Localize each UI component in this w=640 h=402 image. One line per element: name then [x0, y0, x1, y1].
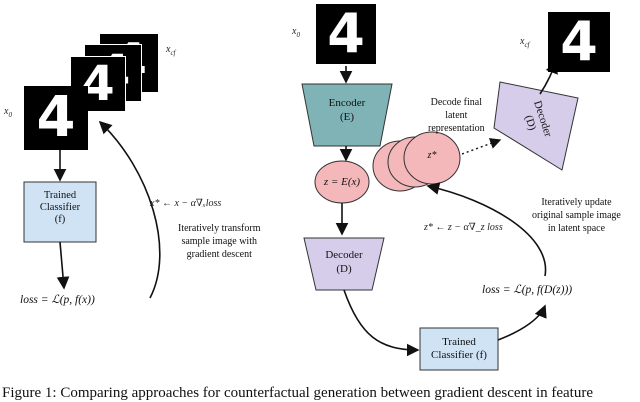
- right-xcf-label: xcf: [520, 36, 530, 49]
- decoder-top-shape: [493, 81, 579, 171]
- encoder-label: Encoder (E): [328, 97, 366, 123]
- left-classifier-box: [23, 181, 97, 243]
- right-x0-label: x0: [292, 26, 300, 39]
- left-classifier-label: Trained Classifier (f): [39, 190, 81, 225]
- right-update-equation: z* ← z − α∇_z loss: [424, 222, 503, 233]
- right-x0-digit-image: 4: [316, 4, 376, 64]
- right-process-note: Iteratively update original sample image…: [532, 197, 621, 234]
- left-digit-image-front: 4: [24, 86, 88, 150]
- encoder-shape: [301, 83, 393, 147]
- decode-final-note: Decode final latent representation: [428, 97, 485, 134]
- left-loss-equation: loss = ℒ(p, f(x)): [20, 294, 95, 306]
- figure-caption: Figure 1: Comparing approaches for count…: [2, 385, 594, 401]
- left-process-note: Iteratively transform sample image with …: [178, 223, 261, 260]
- right-classifier-box: [419, 327, 499, 371]
- right-classifier-label: Trained Classifier (f): [431, 336, 487, 361]
- decoder-label: Decoder (D): [325, 249, 363, 275]
- zstar-label: z*: [427, 150, 437, 161]
- right-xcf-digit-image: 4: [548, 12, 610, 72]
- arrow-loss-to-zstar: [426, 182, 547, 277]
- left-xcf-label: xcf: [166, 44, 176, 57]
- left-update-equation: x* ← x − α∇ₓloss: [150, 198, 222, 209]
- left-arrow-loss-to-image: [98, 120, 161, 299]
- decoder-shape: [303, 237, 385, 291]
- arrow-decoder-to-classifier: [343, 289, 420, 357]
- z-node-label: z = E(x): [323, 176, 361, 188]
- left-arrow-classifier-to-loss: [56, 241, 70, 290]
- arrow-classifier-to-loss: [497, 304, 547, 341]
- right-loss-equation: loss = ℒ(p, f(D(z))): [482, 284, 573, 296]
- left-x0-label: x0: [4, 106, 12, 119]
- arrow-zstar-to-decoder-dotted: [461, 138, 502, 155]
